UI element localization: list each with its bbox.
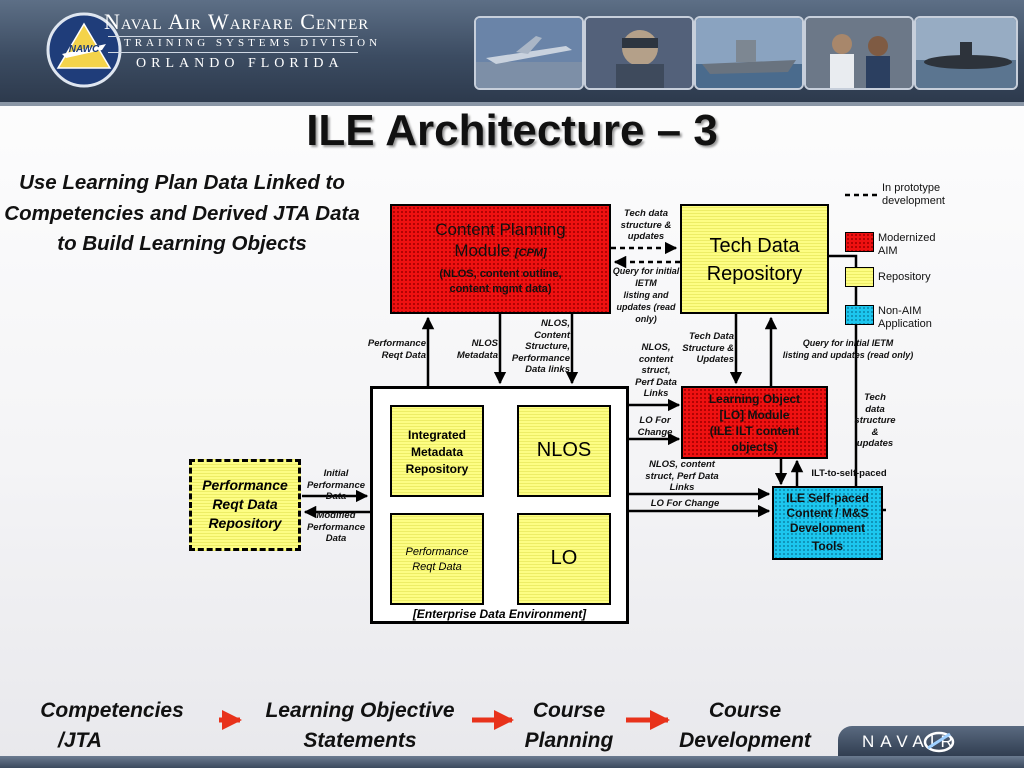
ile-self-paced-tools: ILE Self-paced Content / M&S Development…: [772, 486, 883, 560]
flow-course-planning: Course Planning: [524, 699, 614, 752]
cpm-title-2: Module: [454, 241, 511, 260]
performance-reqt-data-repository: Performance Reqt Data Repository: [189, 459, 301, 551]
tdr-title-2: Repository: [706, 263, 803, 285]
prdr-line-2: Reqt Data: [212, 496, 278, 512]
photo-submarine: [914, 16, 1018, 90]
legend-prototype: In prototype development: [882, 182, 945, 207]
photo-pilot: [584, 16, 694, 90]
label-query-ietm: Query for initial IETM listing and updat…: [612, 266, 680, 324]
flow-competencies: Competencies /JTA: [40, 699, 184, 752]
imr-line-1: Integrated: [407, 428, 466, 442]
label-tech-right: Tech data structure & updates: [854, 392, 896, 449]
legend-modernized: Modernized AIM: [878, 232, 936, 257]
cpm-tag: [CPM]: [514, 247, 547, 259]
label-tech-data-updates: Tech Data Structure & Updates: [682, 331, 734, 365]
label-nlos-struct-links: NLOS, content struct, Perf Data Links: [635, 342, 677, 399]
legend-swatch-modernized: [845, 232, 874, 252]
logo-text: NAWC: [68, 44, 100, 55]
flow-learning-objective: Learning Objective Statements: [265, 699, 455, 752]
label-perf-reqt-data: Performance Reqt Data: [367, 338, 426, 361]
photo-jet: [474, 16, 584, 90]
enterprise-data-environment: Integrated Metadata Repository NLOS Perf…: [370, 386, 629, 624]
prd-line-2: Reqt Data: [412, 561, 462, 573]
photo-ship: [694, 16, 804, 90]
label-modified-perf: Modified Performance Data: [306, 510, 366, 544]
flow-course-development: Course Development: [679, 699, 811, 752]
ede-caption: [Enterprise Data Environment]: [412, 607, 587, 621]
cpm-detail-2: content mgmt data): [449, 283, 552, 295]
ile-line-4: Tools: [811, 539, 844, 553]
learning-object-module: Learning Object [LO] Module (ILE ILT con…: [681, 386, 828, 459]
label-initial-perf: Initial Performance Data: [306, 468, 366, 502]
legend-repository: Repository: [878, 271, 931, 283]
navair-swoosh-icon: [923, 731, 955, 753]
page-title: ILE Architecture – 3: [306, 106, 718, 155]
footer-bar: [0, 756, 1024, 768]
tech-data-repository: Tech Data Repository: [680, 204, 829, 314]
integrated-metadata-repository: Integrated Metadata Repository: [390, 405, 484, 497]
prdr-line-3: Repository: [208, 515, 282, 531]
org-division: Training Systems Division: [124, 37, 382, 49]
ile-line-1: ILE Self-paced: [786, 491, 869, 505]
org-location: Orlando Florida: [136, 56, 344, 71]
imr-line-2: Metadata: [410, 445, 463, 459]
nawc-logo: NAWC: [44, 10, 124, 90]
photo-sailors: [804, 16, 914, 90]
legend-swatch-non-aim: [845, 305, 874, 325]
label-nlos-content-perf: NLOS, content struct, Perf Data Links: [645, 459, 719, 493]
legend-swatch-repository: [845, 267, 874, 287]
lom-line-4: objects): [731, 440, 778, 454]
label-tech-structure-updates: Tech data structure & updates: [620, 208, 672, 242]
label-lo-for-change-2: LO For Change: [650, 498, 720, 509]
imr-line-3: Repository: [405, 462, 469, 476]
label-ilt-self-paced: ILT-to-self-paced: [811, 468, 887, 479]
legend-non-aim: Non-AIM Application: [878, 305, 932, 330]
navair-logo: NAVAIR: [838, 726, 1024, 758]
lom-line-2: [LO] Module: [719, 408, 790, 422]
ile-line-3: Development: [789, 521, 866, 535]
page-subtitle: Use Learning Plan Data Linked to Compete…: [4, 171, 360, 255]
label-lo-for-change: LO For Change: [637, 415, 673, 438]
cpm-detail-1: (NLOS, content outline,: [439, 268, 562, 280]
nlos-box: NLOS: [517, 405, 611, 497]
nlos-label: NLOS: [536, 439, 592, 461]
cpm-title-1: Content Planning: [435, 220, 566, 239]
content-planning-module: Content Planning Module [CPM] (NLOS, con…: [390, 204, 611, 314]
label-nlos-metadata: NLOS Metadata: [456, 338, 498, 361]
org-name: Naval Air Warfare Center: [104, 9, 370, 34]
ile-line-2: Content / M&S: [786, 506, 869, 520]
lo-box: LO: [517, 513, 611, 605]
lom-line-1: Learning Object: [708, 392, 801, 406]
prdr-line-1: Performance: [202, 477, 288, 493]
label-query-ietm-right: Query for initial IETM listing and updat…: [782, 338, 914, 360]
tdr-title-1: Tech Data: [709, 235, 800, 257]
label-nlos-content-links: NLOS, Content Structure, Performance Dat…: [511, 318, 570, 375]
lo-label: LO: [550, 547, 578, 569]
performance-reqt-data-box: Performance Reqt Data: [390, 513, 484, 605]
lom-line-3: (ILE ILT content: [709, 424, 800, 438]
prd-line-1: Performance: [405, 546, 469, 558]
header-banner: NAWC Naval Air Warfare Center Training S…: [0, 0, 1024, 106]
